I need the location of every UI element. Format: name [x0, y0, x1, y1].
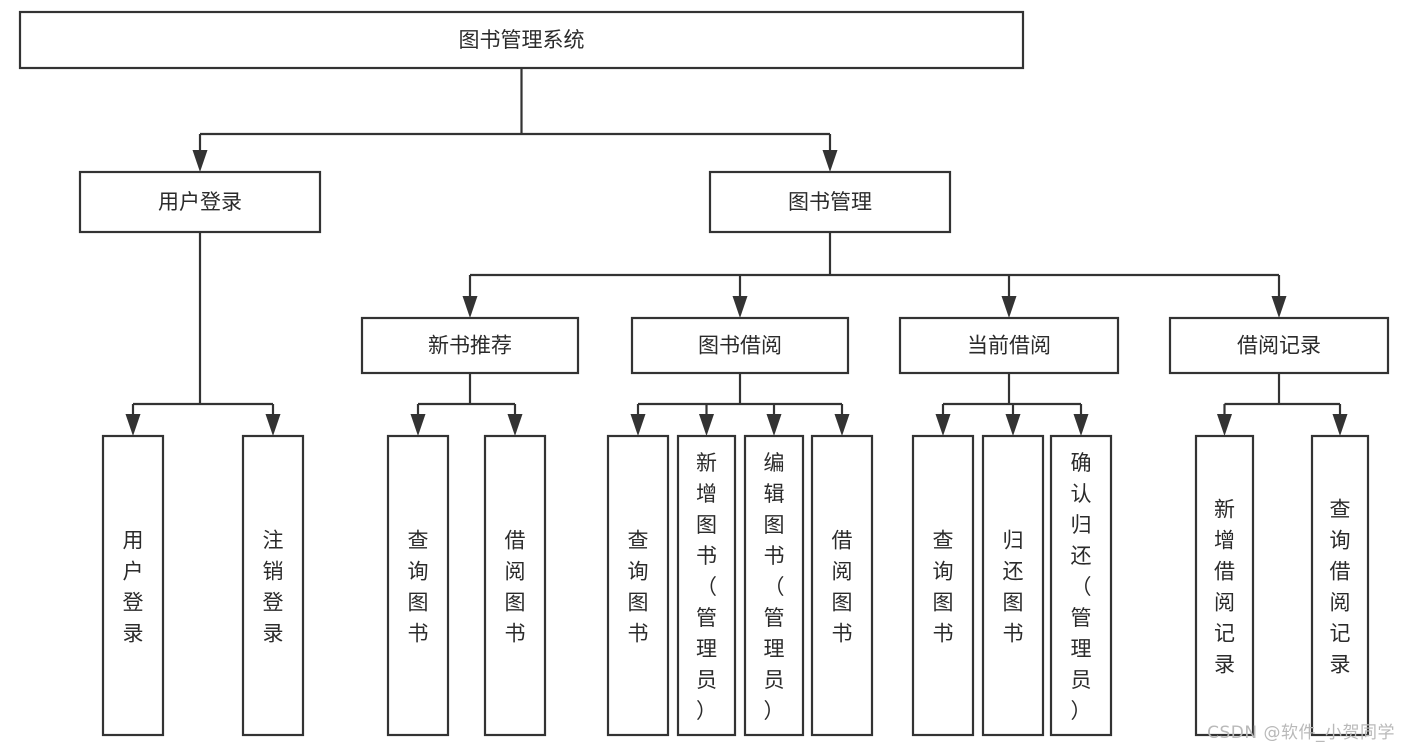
- node-box: [911, 434, 975, 737]
- node-label: 用户登录: [158, 190, 242, 214]
- arrow-head-icon: [125, 414, 141, 436]
- arrow-head-icon: [766, 414, 782, 436]
- arrow-head-icon: [732, 296, 748, 318]
- diagram-node-leaf-7[interactable]: 编辑图书（管理员）: [743, 434, 805, 737]
- node-label: 查询借阅记录: [1330, 498, 1351, 677]
- node-label: 新书推荐: [428, 334, 512, 358]
- node-label: 归还图书: [1003, 529, 1024, 646]
- node-label: 图书借阅: [698, 334, 782, 358]
- node-box: [1310, 434, 1370, 737]
- diagram-node-leaf-11[interactable]: 确认归还（管理员）: [1049, 434, 1113, 737]
- diagram-node-current[interactable]: 当前借阅: [898, 316, 1120, 375]
- diagram-node-leaf-6[interactable]: 新增图书（管理员）: [676, 434, 737, 737]
- arrow-head-icon: [192, 150, 208, 172]
- diagram-node-leaf-13[interactable]: 查询借阅记录: [1310, 434, 1370, 737]
- diagram-node-leaf-12[interactable]: 新增借阅记录: [1194, 434, 1255, 737]
- arrow-head-icon: [1005, 414, 1021, 436]
- node-box: [386, 434, 450, 737]
- node-label: 新增图书（管理员）: [696, 451, 717, 723]
- node-boxes: 图书管理系统用户登录图书管理新书推荐图书借阅当前借阅借阅记录用户登录注销登录查询…: [18, 10, 1390, 737]
- node-label: 查询图书: [933, 529, 954, 646]
- node-box: [1168, 316, 1390, 375]
- node-box: [898, 316, 1120, 375]
- node-box: [606, 434, 670, 737]
- arrow-head-icon: [462, 296, 478, 318]
- arrow-head-icon: [630, 414, 646, 436]
- diagram-node-leaf-10[interactable]: 归还图书: [981, 434, 1045, 737]
- node-box: [708, 170, 952, 234]
- node-box: [1049, 434, 1113, 737]
- diagram-node-leaf-5[interactable]: 查询图书: [606, 434, 670, 737]
- node-box: [101, 434, 165, 737]
- diagram-node-root[interactable]: 图书管理系统: [18, 10, 1025, 70]
- arrow-head-icon: [1001, 296, 1017, 318]
- node-box: [630, 316, 850, 375]
- arrow-head-icon: [507, 414, 523, 436]
- node-label: 查询图书: [408, 529, 429, 646]
- node-box: [810, 434, 874, 737]
- diagram-node-leaf-9[interactable]: 查询图书: [911, 434, 975, 737]
- diagram-node-login[interactable]: 用户登录: [78, 170, 322, 234]
- arrow-head-icon: [410, 414, 426, 436]
- node-label: 图书管理: [788, 190, 872, 214]
- node-label: 借阅图书: [832, 529, 853, 646]
- arrow-head-icon: [699, 414, 714, 436]
- arrow-head-icon: [265, 414, 281, 436]
- arrow-head-icon: [1073, 414, 1089, 436]
- diagram-node-newbook[interactable]: 新书推荐: [360, 316, 580, 375]
- arrow-head-icon: [935, 414, 951, 436]
- node-label: 查询图书: [628, 529, 649, 646]
- node-label: 注销登录: [263, 529, 284, 646]
- node-box: [483, 434, 547, 737]
- node-label: 图书管理系统: [459, 28, 585, 52]
- node-box: [360, 316, 580, 375]
- diagram-node-borrow[interactable]: 图书借阅: [630, 316, 850, 375]
- node-box: [18, 10, 1025, 70]
- node-box: [1194, 434, 1255, 737]
- arrow-head-icon: [822, 150, 838, 172]
- node-label: 用户登录: [123, 529, 144, 646]
- node-label: 借阅图书: [505, 529, 526, 646]
- diagram-node-leaf-8[interactable]: 借阅图书: [810, 434, 874, 737]
- diagram-node-bookmgmt[interactable]: 图书管理: [708, 170, 952, 234]
- diagram-node-leaf-3[interactable]: 查询图书: [386, 434, 450, 737]
- diagram-node-leaf-4[interactable]: 借阅图书: [483, 434, 547, 737]
- node-box: [743, 434, 805, 737]
- node-label: 当前借阅: [967, 334, 1051, 358]
- node-label: 借阅记录: [1237, 334, 1321, 358]
- diagram-node-leaf-1[interactable]: 用户登录: [101, 434, 165, 737]
- arrow-head-icon: [1271, 296, 1287, 318]
- node-label: 新增借阅记录: [1214, 498, 1235, 677]
- node-box: [981, 434, 1045, 737]
- arrow-head-icon: [1217, 414, 1232, 436]
- node-box: [78, 170, 322, 234]
- node-label: 编辑图书（管理员）: [764, 451, 785, 723]
- arrow-head-icon: [834, 414, 850, 436]
- diagram-node-records[interactable]: 借阅记录: [1168, 316, 1390, 375]
- node-box: [241, 434, 305, 737]
- node-box: [676, 434, 737, 737]
- diagram-node-leaf-2[interactable]: 注销登录: [241, 434, 305, 737]
- node-label: 确认归还（管理员）: [1071, 451, 1092, 723]
- connector-edges: [125, 68, 1348, 436]
- arrow-head-icon: [1332, 414, 1348, 436]
